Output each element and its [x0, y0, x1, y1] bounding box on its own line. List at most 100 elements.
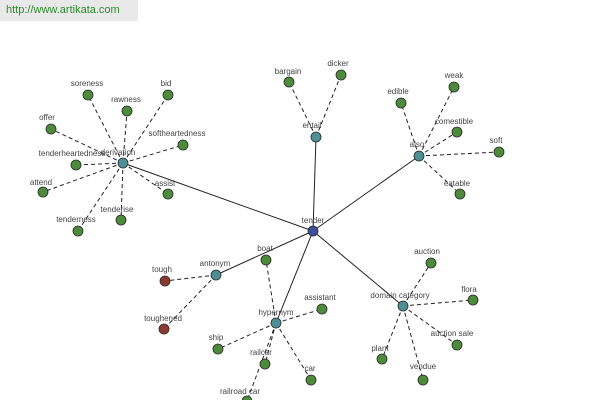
edge-tender-derivation	[122, 162, 314, 232]
node-flora[interactable]	[467, 294, 479, 306]
edge-domain_category-vendue	[402, 305, 424, 381]
edge-also-soft	[418, 151, 500, 157]
edge-derivation-soreness	[87, 94, 124, 164]
label-layer: tender derivation soreness bid rawness offer s…	[30, 59, 503, 396]
label-soft: soft	[490, 136, 504, 145]
edge-tender-antonym	[215, 230, 314, 276]
node-hypernym[interactable]	[270, 317, 282, 329]
node-domain-category[interactable]	[397, 300, 409, 312]
label-tenderise: tenderise	[101, 205, 134, 214]
node-railroad-car[interactable]	[241, 395, 253, 400]
watermark-bar: http://www.artikata.com	[0, 0, 138, 21]
edge-tender-hypernym	[275, 230, 314, 324]
node-entail[interactable]	[310, 131, 322, 143]
label-bid: bid	[161, 79, 172, 88]
label-dicker: dicker	[327, 59, 349, 68]
label-auction-sale: auction sale	[431, 329, 474, 338]
edge-derivation-softheartedness	[122, 144, 184, 164]
edge-tender-entail	[312, 136, 317, 232]
node-layer	[37, 69, 505, 400]
node-tender[interactable]	[307, 225, 319, 237]
label-comestible: comestible	[435, 117, 474, 126]
node-soft[interactable]	[493, 146, 505, 158]
node-tenderness[interactable]	[72, 225, 84, 237]
edge-derivation-offer	[50, 128, 124, 164]
edge-derivation-tenderheartedness	[75, 162, 124, 166]
label-car: car	[304, 364, 315, 373]
edge-hypernym-assistant	[275, 308, 323, 324]
edge-hypernym-boat	[265, 259, 277, 324]
label-auction: auction	[414, 247, 440, 256]
node-dicker[interactable]	[335, 69, 347, 81]
label-plant: plant	[371, 344, 389, 353]
node-also[interactable]	[413, 150, 425, 162]
edge-tender-domain_category	[312, 230, 404, 307]
label-boat: boat	[257, 244, 273, 253]
label-edible: edible	[387, 87, 409, 96]
label-assist: assist	[155, 179, 176, 188]
node-derivation[interactable]	[117, 157, 129, 169]
edge-hypernym-ship	[217, 322, 277, 350]
node-comestible[interactable]	[451, 126, 463, 138]
node-eatable[interactable]	[454, 188, 466, 200]
node-ship[interactable]	[212, 343, 224, 355]
node-assistant[interactable]	[316, 303, 328, 315]
label-assistant: assistant	[304, 293, 336, 302]
node-antonym[interactable]	[210, 269, 222, 281]
node-bargain[interactable]	[283, 76, 295, 88]
edge-also-weak	[418, 86, 455, 157]
node-car[interactable]	[305, 374, 317, 386]
node-soreness[interactable]	[82, 89, 94, 101]
label-derivation: derivation	[101, 148, 136, 157]
edge-derivation-tenderise	[120, 162, 124, 221]
label-weak: weak	[444, 71, 465, 80]
edge-domain_category-flora	[402, 299, 474, 307]
node-tenderise[interactable]	[115, 214, 127, 226]
watermark-url-link[interactable]: http://www.artikata.com	[6, 4, 120, 16]
edge-antonym-tough	[164, 274, 217, 282]
node-edible[interactable]	[395, 97, 407, 109]
label-attend: attend	[30, 178, 52, 187]
label-tenderheartedness: tenderheartedness	[39, 149, 106, 158]
node-softheartedness[interactable]	[177, 139, 189, 151]
label-railroad-car: railroad car	[220, 387, 260, 396]
node-auction-sale[interactable]	[451, 339, 463, 351]
label-soreness: soreness	[71, 79, 103, 88]
edge-derivation-rawness	[122, 110, 128, 164]
label-toughened: toughened	[144, 314, 182, 323]
node-attend[interactable]	[37, 186, 49, 198]
label-flora: flora	[461, 285, 477, 294]
label-vendue: vendue	[410, 362, 437, 371]
edge-domain_category-auction_sale	[402, 305, 458, 346]
node-railcar[interactable]	[259, 358, 271, 370]
label-railcar: railcar	[250, 348, 272, 357]
label-tough: tough	[152, 265, 172, 274]
label-rawness: rawness	[111, 95, 141, 104]
node-offer[interactable]	[45, 123, 57, 135]
node-auction[interactable]	[425, 257, 437, 269]
label-softheartedness: softheartedness	[149, 129, 206, 138]
edge-also-eatable	[418, 155, 461, 195]
node-vendue[interactable]	[417, 374, 429, 386]
node-tough[interactable]	[159, 275, 171, 287]
edge-derivation-assist	[122, 162, 169, 195]
edge-also-comestible	[418, 131, 458, 157]
label-domain-category: domain category	[370, 291, 429, 300]
node-bid[interactable]	[162, 89, 174, 101]
label-ship: ship	[209, 333, 224, 342]
node-toughened[interactable]	[158, 323, 170, 335]
node-rawness[interactable]	[121, 105, 133, 117]
node-tenderheartedness[interactable]	[70, 159, 82, 171]
node-weak[interactable]	[448, 81, 460, 93]
edge-entail-bargain	[288, 81, 317, 138]
label-tender: tender	[302, 216, 325, 225]
edge-tender-also	[312, 155, 420, 232]
label-offer: offer	[39, 113, 55, 122]
label-tenderness: tenderness	[56, 215, 96, 224]
edge-domain_category-plant	[381, 305, 404, 360]
label-antonym: antonym	[200, 259, 231, 268]
node-boat[interactable]	[260, 254, 272, 266]
node-assist[interactable]	[162, 188, 174, 200]
node-plant[interactable]	[376, 353, 388, 365]
